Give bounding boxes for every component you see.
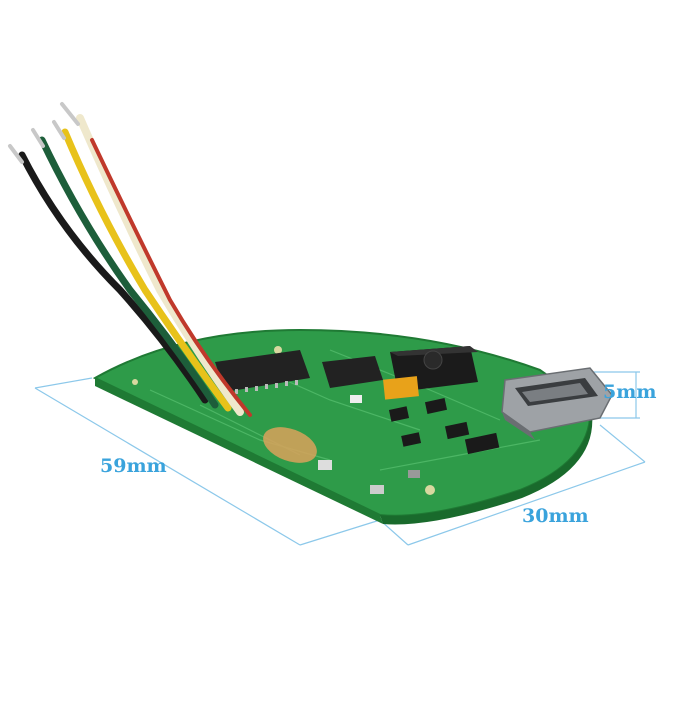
mounting-hole bbox=[425, 485, 435, 495]
mounting-hole bbox=[132, 379, 138, 385]
smd-components bbox=[318, 395, 500, 494]
solder-glue bbox=[263, 427, 317, 463]
length-dimension-label: 59mm bbox=[100, 455, 167, 477]
width-dimension-label: 30mm bbox=[522, 505, 589, 527]
capacitor bbox=[383, 376, 419, 400]
height-dimension-label: 5mm bbox=[603, 381, 657, 403]
wire-bundle bbox=[8, 102, 252, 417]
ic-chip-small bbox=[322, 356, 383, 388]
mounting-hole bbox=[274, 346, 282, 354]
mini-usb-connector bbox=[501, 367, 613, 440]
dimension-lines bbox=[34, 371, 646, 546]
